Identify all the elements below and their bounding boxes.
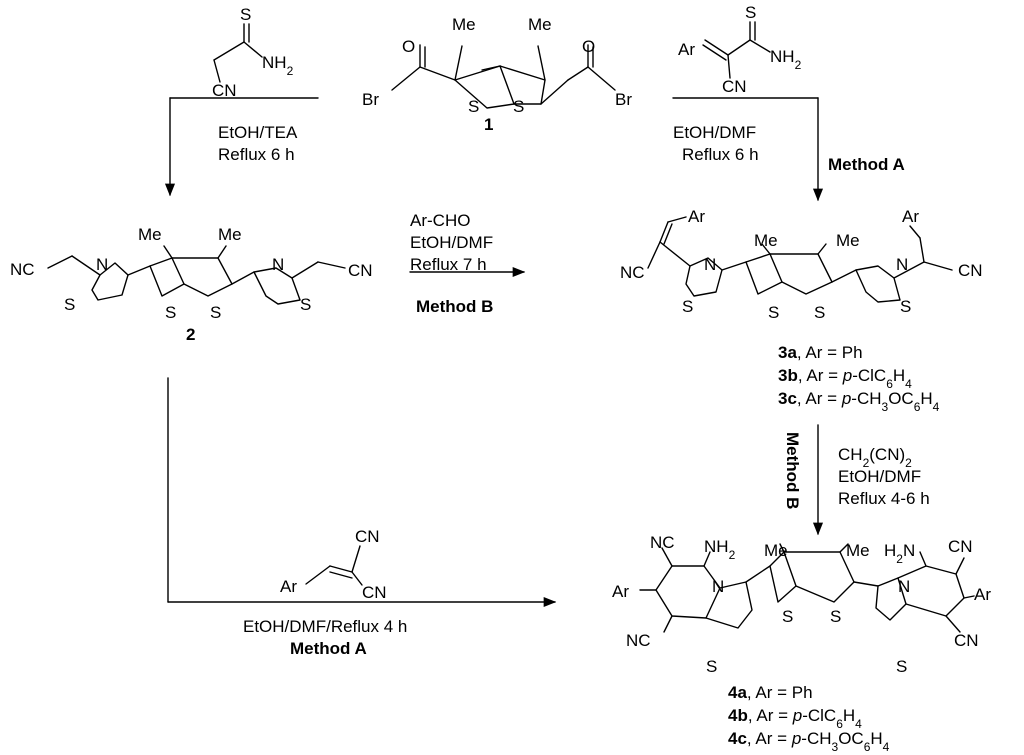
compound-3: Ar NC N S Me Me S S N S Ar CN [620,207,983,322]
c1-o-left: O [402,37,415,56]
reagent-arylidene-malononitrile: Ar CN CN [280,527,387,602]
reagent2-s-label: S [745,3,756,22]
c4-s4: S [896,657,907,676]
c2-n-right: N [272,255,284,274]
c1-br-right: Br [615,90,632,109]
cond-4b-time: Reflux 4-6 h [838,489,930,508]
cond-2-solvent: EtOH/TEA [218,123,298,142]
reagent2-cn-label: CN [722,77,747,96]
reagent3-cn-bottom: CN [362,583,387,602]
c4-ar-right: Ar [974,585,991,604]
variant-3b: 3b, Ar = p-ClC6H4 [778,366,912,391]
cond-4b-malononitrile: CH2(CN)2 [838,445,912,470]
c4-nc-top: NC [650,533,675,552]
compound-1: Me Me O O Br Br S S 1 [362,15,632,134]
c2-n-left: N [96,255,108,274]
compound-4-variants: 4a, Ar = Ph 4b, Ar = p-ClC6H4 4c, Ar = p… [728,683,890,754]
variant-3a: 3a, Ar = Ph [778,343,863,362]
reagent-arylidene-thioamide: S NH2 Ar CN [678,3,802,96]
c4-nh2-left: NH2 [704,537,736,562]
c3-cn: CN [958,261,983,280]
c4-n-left: N [712,577,724,596]
method-a-label-top: Method A [828,155,905,174]
c3-me-right: Me [836,231,860,250]
reagent3-ar-label: Ar [280,577,297,596]
variant-4c: 4c, Ar = p-CH3OC6H4 [728,729,890,754]
c4-me-left: Me [764,541,788,560]
reagent2-ar-label: Ar [678,40,695,59]
compound-3-variants: 3a, Ar = Ph 3b, Ar = p-ClC6H4 3c, Ar = p… [778,343,940,414]
cond-4a-conditions: EtOH/DMF/Reflux 4 h [243,617,407,636]
variant-4a: 4a, Ar = Ph [728,683,813,702]
cond-3a-solvent: EtOH/DMF [673,123,756,142]
reagent2-nh2-label: NH2 [770,47,802,72]
c1-s-right: S [513,97,524,116]
c2-s2: S [165,303,176,322]
c3-s3: S [814,303,825,322]
compound-number-1: 1 [484,115,493,134]
c3-n-right: N [896,255,908,274]
c1-o-right: O [582,37,595,56]
c3-s2: S [768,303,779,322]
c3-me-left: Me [754,231,778,250]
reagent-nh2-label: NH2 [262,53,294,78]
c4-s3: S [830,607,841,626]
c3-ar-left: Ar [688,207,705,226]
c3-s4: S [900,297,911,316]
c2-me-left: Me [138,225,162,244]
c2-me-right: Me [218,225,242,244]
c4-s1: S [706,657,717,676]
c2-s3: S [210,303,221,322]
cond-2-time: Reflux 6 h [218,145,295,164]
compound-number-2: 2 [186,325,195,344]
cond-3b-aldehyde: Ar-CHO [410,211,470,230]
c2-s4: S [300,295,311,314]
c1-s-left: S [468,97,479,116]
cond-3b-time: Reflux 7 h [410,255,487,274]
c1-me-right: Me [528,15,552,34]
reagent-cn-label: CN [212,81,237,100]
cond-3b-solvent: EtOH/DMF [410,233,493,252]
c1-br-left: Br [362,90,379,109]
c2-nc: NC [10,260,35,279]
compound-4: NC NH2 Ar NC N S Me Me S S H2N CN N S Ar… [612,533,991,676]
c3-s1: S [682,297,693,316]
c3-ar-right: Ar [902,207,919,226]
c3-n-left: N [704,255,716,274]
reagent3-cn-top: CN [355,527,380,546]
c4-me-right: Me [846,541,870,560]
c2-s1: S [64,295,75,314]
reagent-cyanothioacetamide: S NH2 CN [212,5,294,100]
c4-ar-left: Ar [612,582,629,601]
reagent-s-label: S [240,5,251,24]
c2-cn: CN [348,261,373,280]
c1-me-left: Me [452,15,476,34]
method-b-label-middle: Method B [416,297,493,316]
cond-3a-time: Reflux 6 h [682,145,759,164]
c4-cn-bottom: CN [954,631,979,650]
cond-4b-solvent: EtOH/DMF [838,467,921,486]
c3-nc: NC [620,263,645,282]
method-b-label-vertical: Method B [783,432,802,509]
variant-4b: 4b, Ar = p-ClC6H4 [728,706,862,731]
method-a-label-bottom: Method A [290,639,367,658]
c4-n-right: N [898,577,910,596]
c4-nc-bottom: NC [626,631,651,650]
c4-h2n-right: H2N [884,541,915,566]
c4-s2: S [782,607,793,626]
c4-cn-top: CN [948,537,973,556]
compound-2: NC N S Me Me S S N S CN 2 [10,225,373,344]
variant-3c: 3c, Ar = p-CH3OC6H4 [778,389,940,414]
